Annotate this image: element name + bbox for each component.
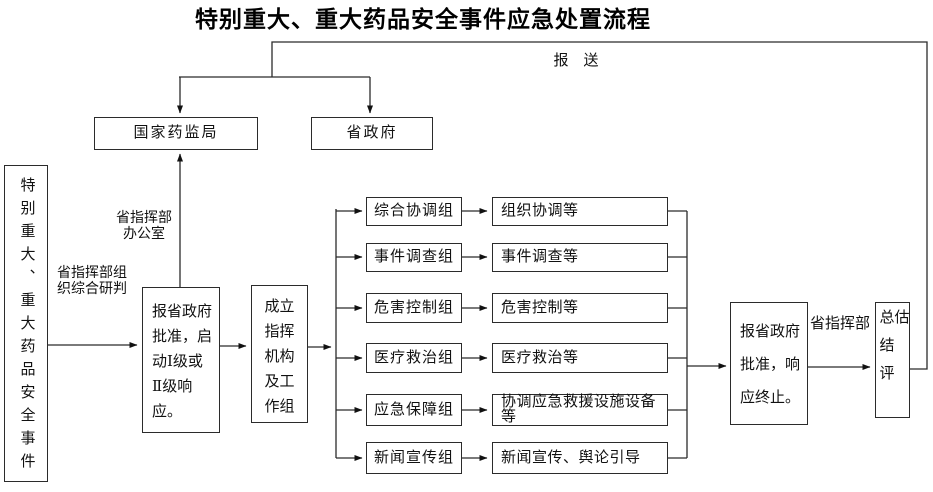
duty-box-emergency-support: 协调应急救援设施设备等	[492, 394, 668, 426]
step4-summary-evaluation-box: 总结评估	[875, 302, 910, 418]
step3-terminate-response-box: 报省政府 批准，响 应终止。	[730, 302, 808, 425]
research-judgement-label: 省指挥部组 织综合研判	[57, 266, 127, 297]
page-title: 特别重大、重大药品安全事件应急处置流程	[195, 6, 651, 32]
group-box-medical: 医疗救治组	[366, 343, 462, 373]
duty-box-coordination: 组织协调等	[492, 197, 668, 226]
command-office-label: 省指挥部 办公室	[116, 211, 172, 242]
group-box-emergency-support: 应急保障组	[366, 394, 462, 426]
report-path	[271, 41, 928, 370]
duty-box-medical: 医疗救治等	[492, 343, 668, 373]
group-box-news: 新闻宣传组	[366, 442, 462, 474]
duty-box-investigation: 事件调查等	[492, 243, 668, 272]
commander-label: 省指挥部	[810, 316, 871, 332]
group-box-hazard-control: 危害控制组	[366, 293, 462, 323]
step2-setup-command-box: 成立 指挥 机构 及工 作组	[251, 285, 308, 423]
group-box-investigation: 事件调查组	[366, 243, 462, 272]
duty-box-hazard-control: 危害控制等	[492, 293, 668, 323]
nmpa-box: 国家药监局	[94, 117, 258, 150]
report-label: 报 送	[553, 53, 599, 69]
provincial-government-box: 省政府	[311, 117, 433, 150]
group-box-coordination: 综合协调组	[366, 197, 462, 226]
duty-box-news: 新闻宣传、舆论引导	[492, 442, 668, 474]
step1-activate-response-box: 报省政府 批准，启 动Ⅰ级或 Ⅱ级响 应。	[142, 287, 220, 433]
event-source-box: 特别重大、重大药品安全事件	[4, 165, 48, 482]
